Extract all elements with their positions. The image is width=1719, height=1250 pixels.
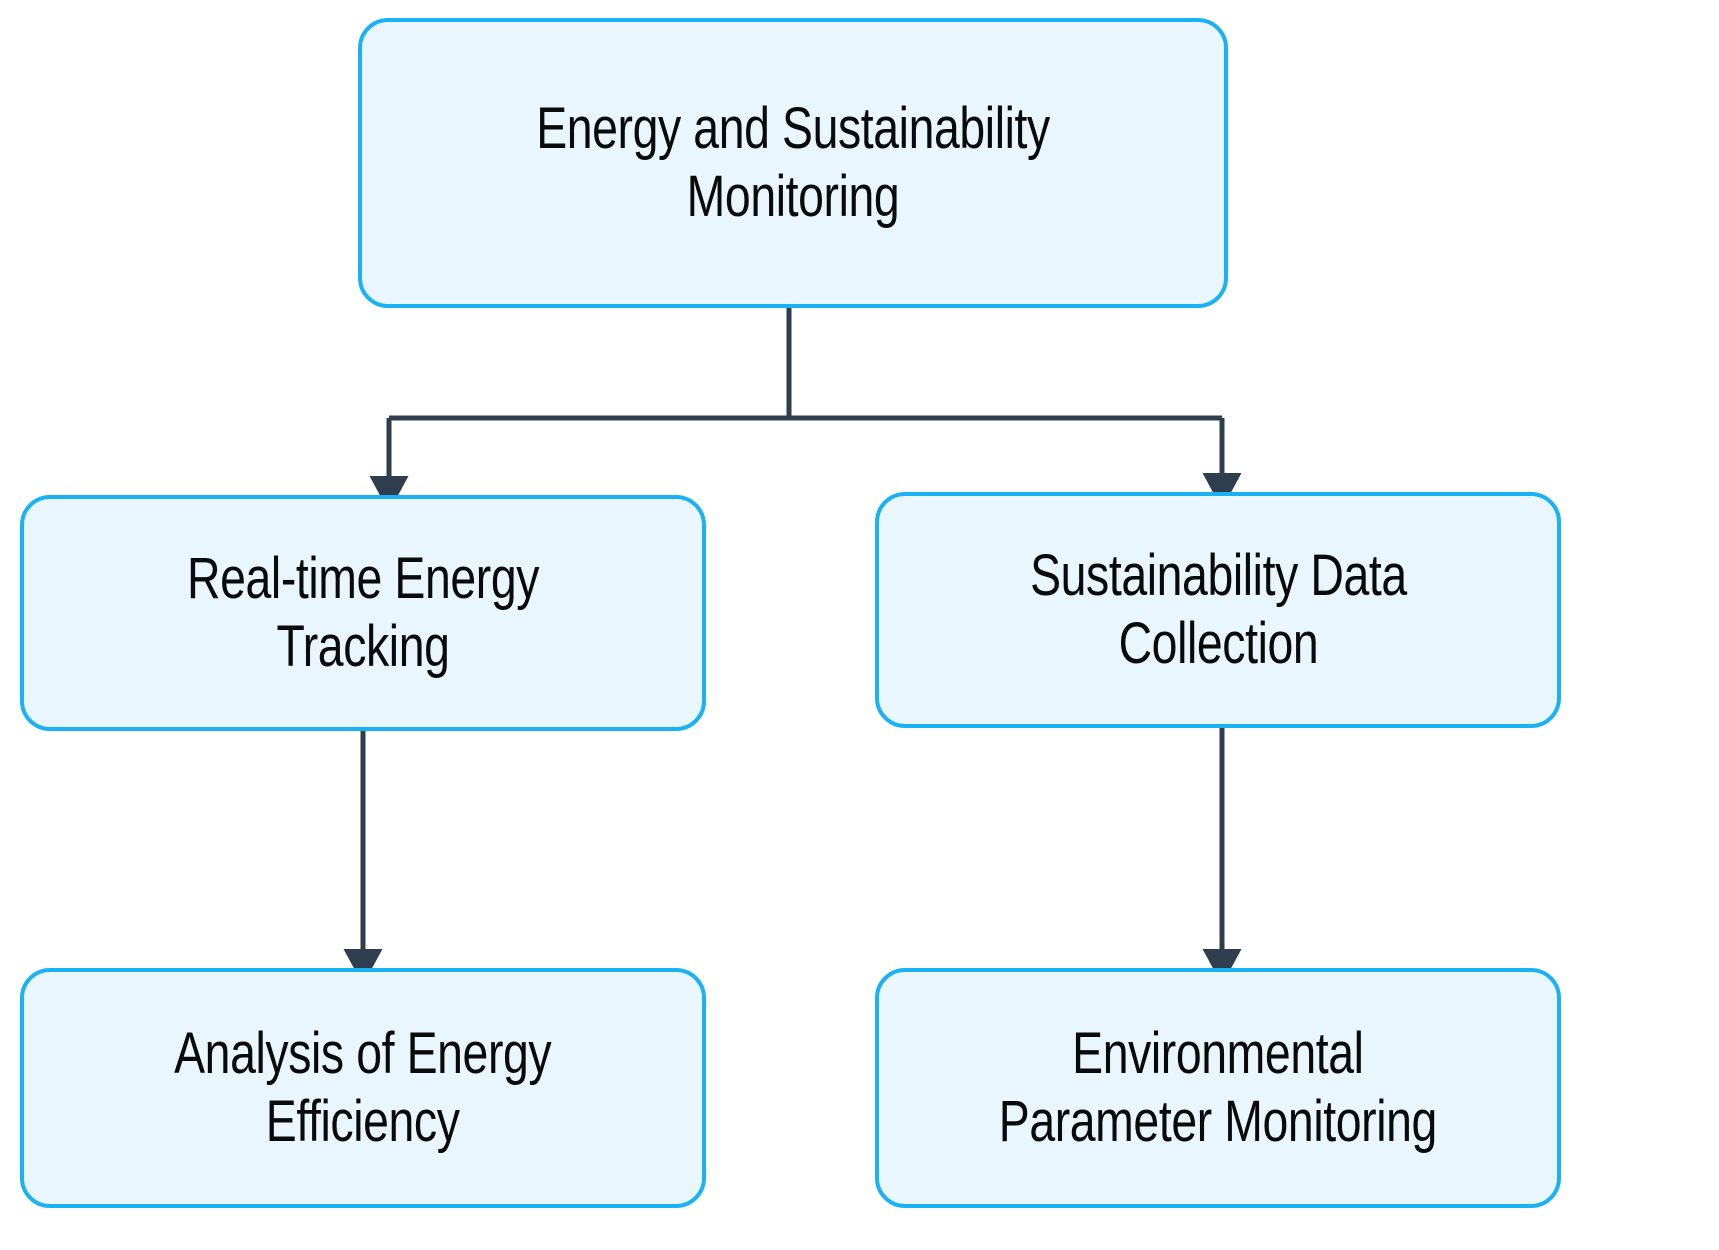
- node-environmental-parameter-monitoring[interactable]: Environmental Parameter Monitoring: [875, 968, 1561, 1208]
- node-label: Analysis of Energy Efficiency: [174, 1020, 552, 1154]
- node-energy-and-sustainability-monitoring[interactable]: Energy and Sustainability Monitoring: [358, 18, 1228, 308]
- node-real-time-energy-tracking[interactable]: Real-time Energy Tracking: [20, 495, 706, 731]
- node-label: Environmental Parameter Monitoring: [998, 1020, 1438, 1154]
- node-label: Sustainability Data Collection: [1029, 542, 1407, 676]
- node-label: Energy and Sustainability Monitoring: [536, 95, 1050, 229]
- edge-root-to-children: [369, 308, 1242, 512]
- node-analysis-of-energy-efficiency[interactable]: Analysis of Energy Efficiency: [20, 968, 706, 1208]
- node-label: Real-time Energy Tracking: [186, 545, 540, 679]
- node-sustainability-data-collection[interactable]: Sustainability Data Collection: [875, 492, 1561, 728]
